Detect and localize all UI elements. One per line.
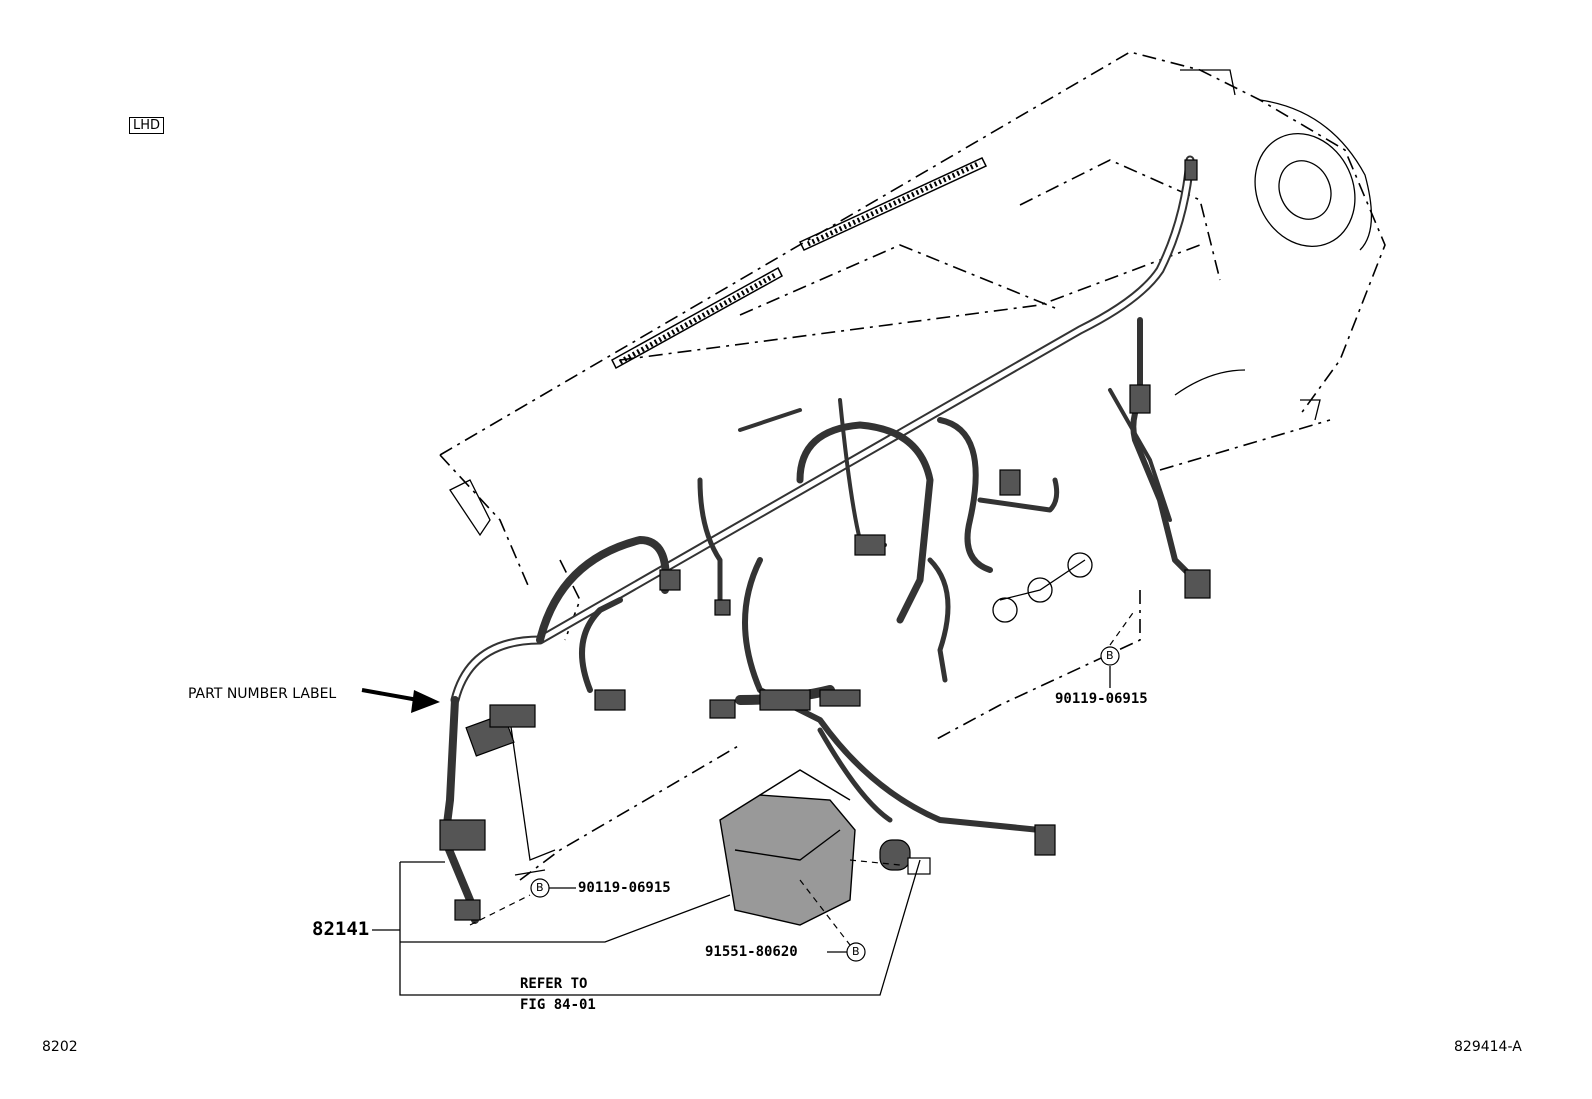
main-part-number: 82141 [312, 918, 370, 940]
b-marker-label-left: B [536, 881, 544, 894]
bolt-left-part-number: 90119-06915 [578, 880, 671, 896]
b-marker-label-right: B [1106, 649, 1114, 662]
screw-part-number: 91551-80620 [705, 944, 798, 960]
dashed-leaders [469, 609, 1136, 946]
b-marker-bottom [846, 942, 866, 962]
region-tag: LHD [129, 117, 165, 134]
instrument-panel-outline [439, 51, 1386, 881]
part-number-arrow [361, 688, 440, 713]
b-marker-right [1100, 646, 1120, 666]
junction-block [719, 769, 856, 926]
refer-to-line2: FIG 84-01 [520, 997, 596, 1013]
leader-lines [372, 666, 1111, 996]
b-marker-label-bottom: B [852, 945, 860, 958]
defroster-vents [611, 157, 988, 370]
refer-to-line1: REFER TO [520, 976, 588, 992]
page-code: 8202 [42, 1039, 78, 1055]
connectors [439, 159, 1211, 921]
b-markers [530, 646, 1120, 962]
instrument-panel-solid-edges [449, 69, 1373, 876]
illustration-id: 829414-A [1454, 1039, 1522, 1055]
part-number-label-callout: PART NUMBER LABEL [188, 686, 337, 702]
bolt-right-part-number: 90119-06915 [1055, 691, 1148, 707]
b-marker-left [530, 878, 550, 898]
